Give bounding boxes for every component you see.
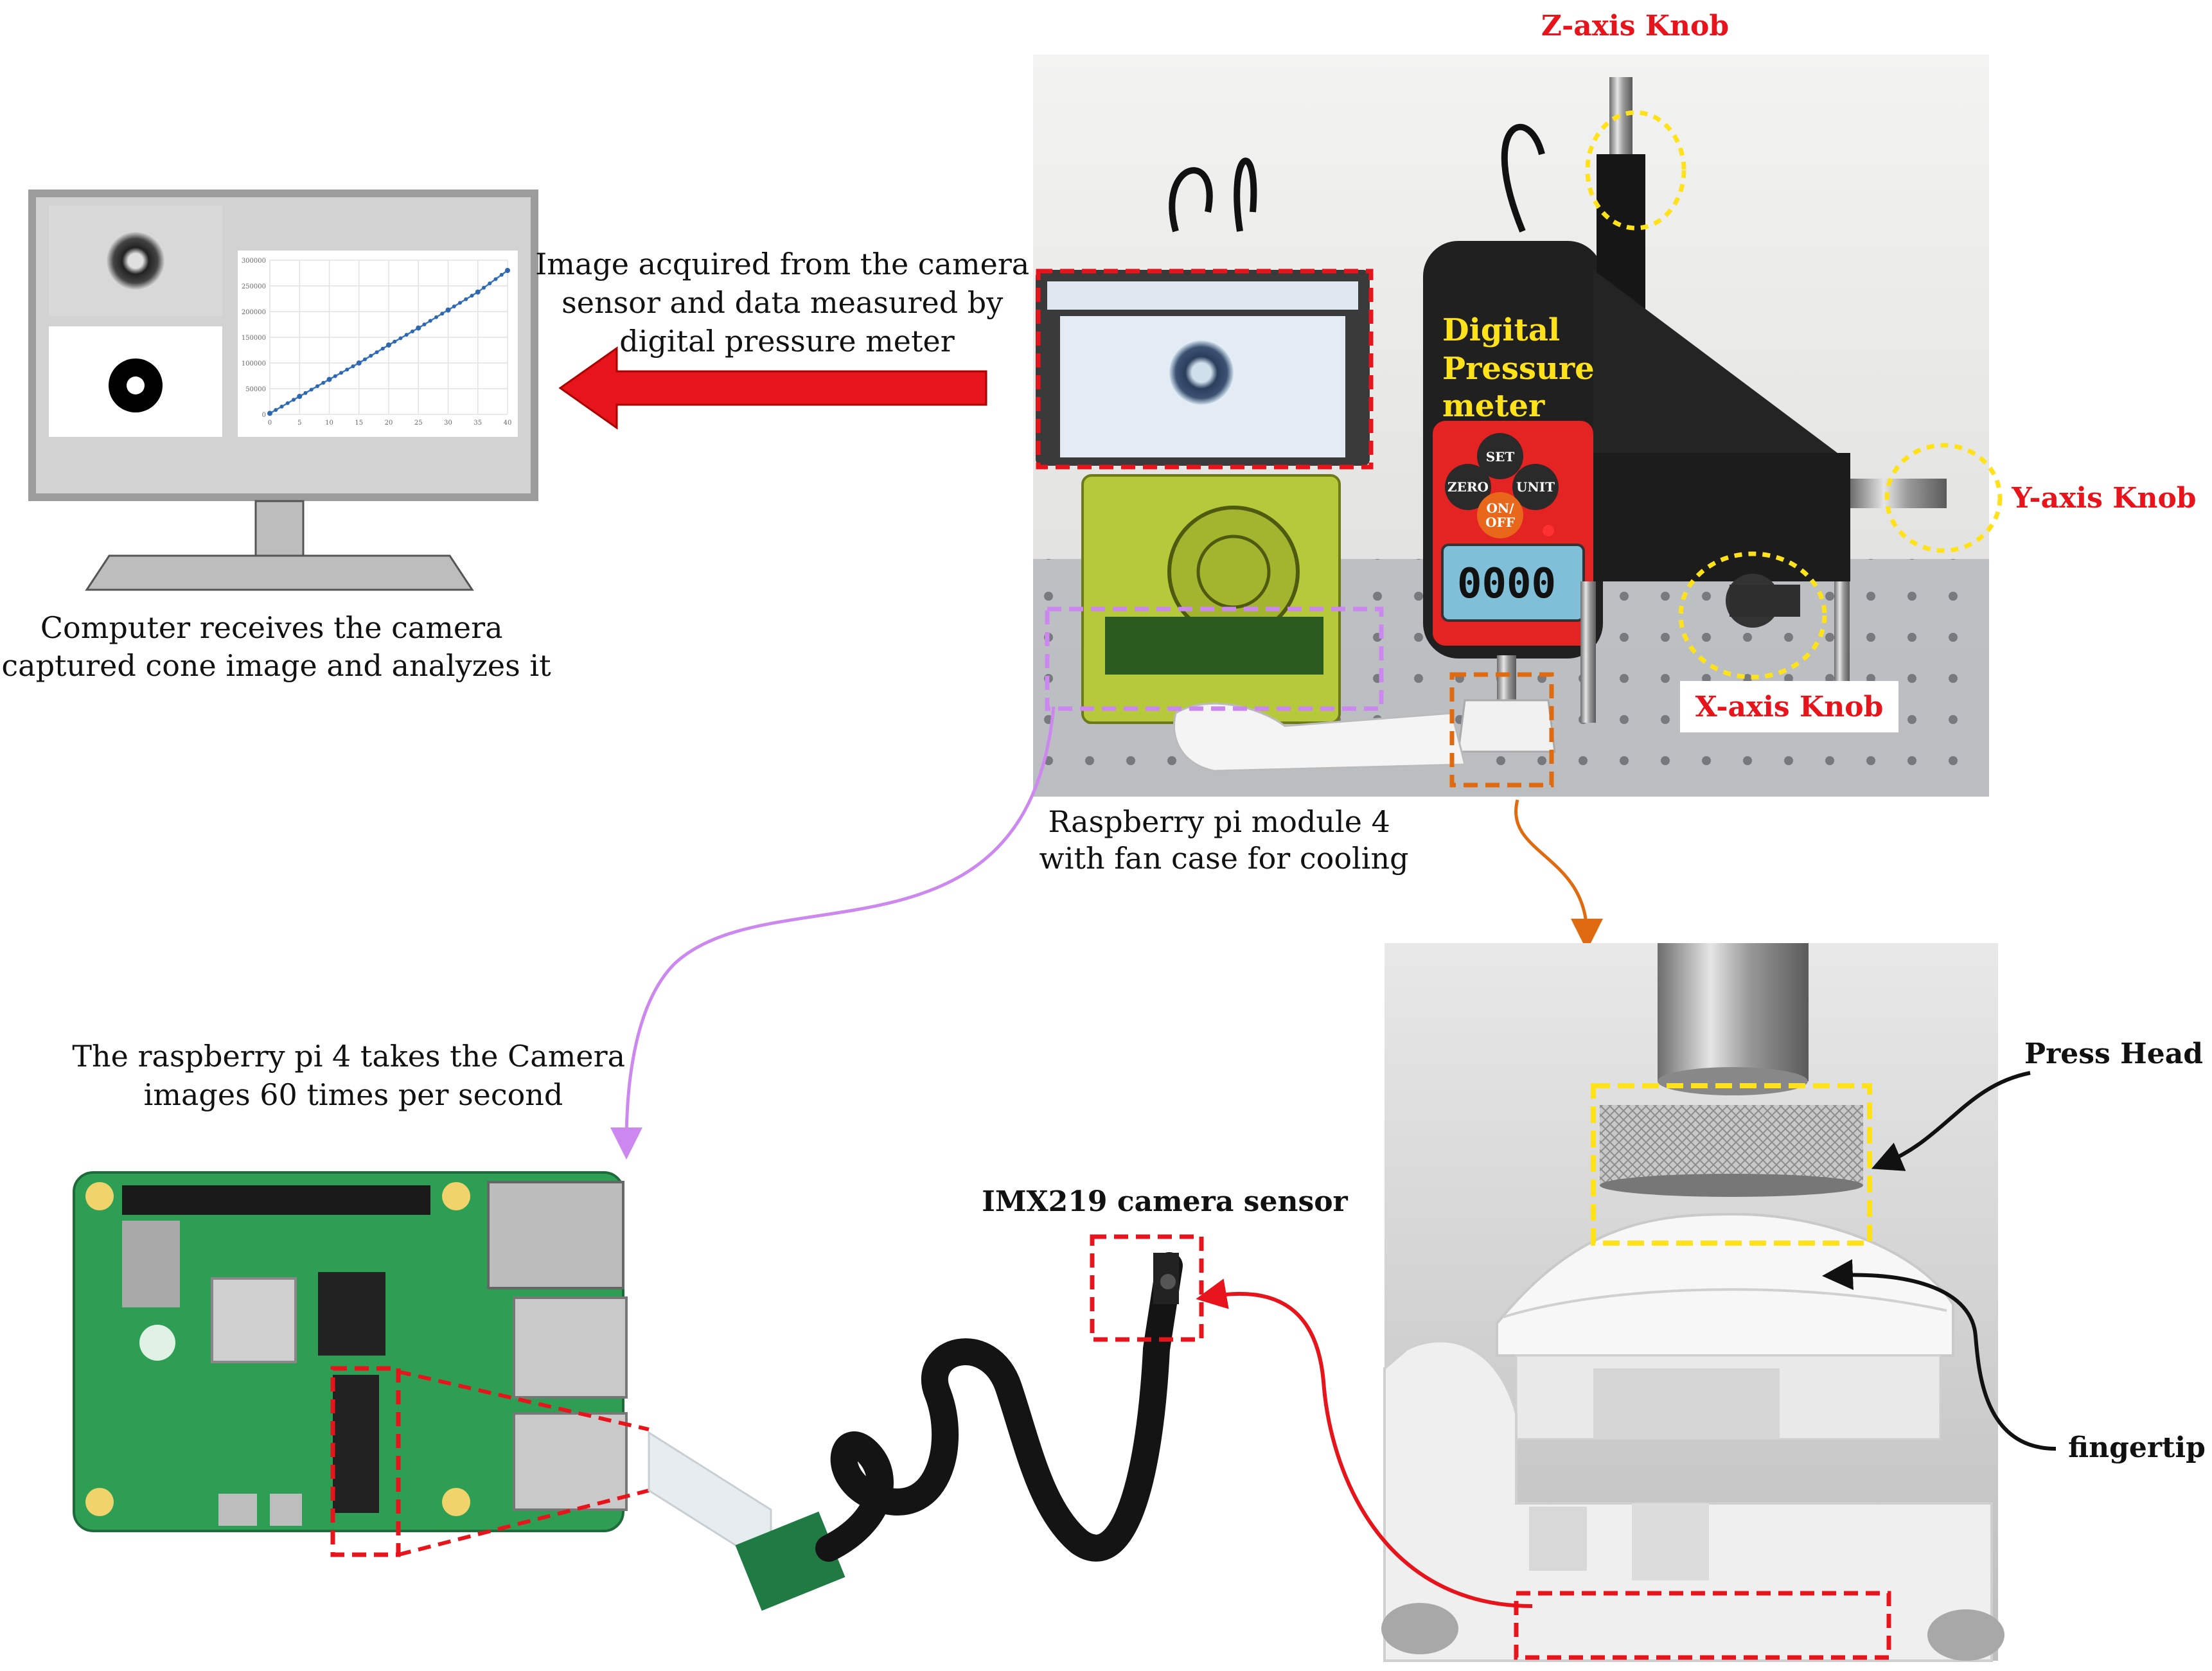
chart-point-minor xyxy=(398,336,403,340)
raspberry-takes-caption: The raspberry pi 4 takes the Camera imag… xyxy=(72,1039,634,1112)
chart-ytick-label: 300000 xyxy=(242,258,266,265)
press-head-label: Press Head xyxy=(2024,1038,2203,1070)
press-head-highlight-box xyxy=(1449,672,1554,788)
chart-point xyxy=(297,394,303,399)
chart-point xyxy=(356,360,362,366)
chart-point-minor xyxy=(321,380,326,385)
purple-connector-arrow xyxy=(610,706,1056,1160)
chart-ytick-label: 200000 xyxy=(242,309,266,316)
chart-point-minor xyxy=(470,294,474,298)
chart-point-minor xyxy=(499,272,504,277)
cone-ring-raw xyxy=(106,231,165,290)
chart-point xyxy=(267,411,272,416)
chart-point-minor xyxy=(422,323,427,326)
camera-sensor-label: IMX219 camera sensor xyxy=(982,1185,1348,1218)
chart-point-minor xyxy=(375,350,379,355)
x-axis-label: X-axis Knob xyxy=(1695,691,1884,723)
chart-point-minor xyxy=(404,333,409,337)
set-button-label: SET xyxy=(1486,449,1515,464)
chart-point-minor xyxy=(292,398,296,402)
z-axis-label: Z-axis Knob xyxy=(1541,10,1729,42)
chart-point xyxy=(445,307,451,313)
unit-button-label: UNIT xyxy=(1516,479,1555,495)
camera-red-arrow xyxy=(1196,1278,1533,1608)
chart-ytick-label: 250000 xyxy=(242,283,266,290)
chart-point-minor xyxy=(452,305,456,308)
press-head-box xyxy=(1591,1083,1872,1246)
computer-monitor: 300000 250000 200000 150000 100000 50000 00 5 10… xyxy=(28,190,538,591)
chart-point-minor xyxy=(279,404,284,409)
chart-xtick-label: 30 xyxy=(444,420,452,427)
pressure-chart-panel xyxy=(238,251,518,437)
fingertip-closeup-photo xyxy=(1381,943,2004,1662)
chart-point-minor xyxy=(380,346,385,351)
camera-window-box xyxy=(1514,1591,1891,1660)
chart-xtick-label: 10 xyxy=(325,420,333,427)
y-axis-label: Y-axis Knob xyxy=(2011,482,2196,515)
chart-ytick-label: 50000 xyxy=(245,386,266,393)
csi-connector-box xyxy=(330,1366,401,1557)
chart-point-minor xyxy=(274,408,278,412)
chart-point-minor xyxy=(285,401,290,405)
on-button-label: ON/ xyxy=(1486,500,1514,516)
chart-xtick-label: 25 xyxy=(414,420,423,427)
chart-point-minor xyxy=(363,357,367,362)
fingertip-arrow xyxy=(1822,1259,2057,1451)
orange-connector-arrow xyxy=(1514,799,1603,951)
chart-point-minor xyxy=(315,384,319,389)
lab-setup-photo: SET ZERO UNIT ON/ OFF 0000 Digital Press… xyxy=(1033,55,2003,797)
chart-point-minor xyxy=(464,297,468,301)
chart-point-minor xyxy=(345,367,349,372)
image-acquired-caption: Image acquired from the camera sensor an… xyxy=(535,247,1039,358)
chart-point xyxy=(416,325,421,331)
zero-button-label: ZERO xyxy=(1447,479,1489,495)
screen-highlight-box xyxy=(1036,269,1374,470)
chart-ytick-label: 0 xyxy=(262,412,266,419)
chart-xtick-label: 0 xyxy=(268,420,272,427)
pressure-readout: 0000 xyxy=(1457,560,1556,608)
chart-xtick-label: 5 xyxy=(297,420,301,427)
chart-ytick-label: 150000 xyxy=(242,335,266,342)
data-flow-arrow xyxy=(558,346,987,430)
chart-point-minor xyxy=(339,371,343,375)
chart-point-minor xyxy=(411,329,414,333)
off-button-label: OFF xyxy=(1485,515,1515,530)
camera-ribbon xyxy=(648,1234,1204,1611)
pressure-chart: 300000 250000 200000 150000 100000 50000 00 5 10… xyxy=(242,258,512,427)
chart-point xyxy=(386,342,391,348)
chart-xtick-label: 35 xyxy=(473,420,482,427)
z-axis-knob-marker xyxy=(1585,110,1686,231)
chart-point-minor xyxy=(488,281,492,286)
chart-point xyxy=(475,289,481,295)
raspberry-highlight-box xyxy=(1045,606,1384,711)
chart-point-minor xyxy=(333,374,337,378)
chart-point-minor xyxy=(351,364,355,369)
chart-point-minor xyxy=(493,277,498,281)
chart-point-minor xyxy=(369,353,373,358)
chart-xtick-label: 40 xyxy=(504,420,512,427)
chart-point-minor xyxy=(458,301,462,305)
raspberry-module-caption: Raspberry pi module 4 with fan case for … xyxy=(1039,804,1408,876)
chart-point-minor xyxy=(309,387,314,392)
y-axis-knob-marker xyxy=(1884,443,2003,553)
device-title: Digital Pressure meter xyxy=(1442,312,1605,424)
chart-xtick-label: 15 xyxy=(355,420,363,427)
computer-caption: Computer receives the camera captured co… xyxy=(1,610,551,683)
raspberry-pi-board xyxy=(73,1171,650,1557)
chart-point-minor xyxy=(303,391,308,395)
chart-point xyxy=(505,268,510,273)
chart-xtick-label: 20 xyxy=(385,420,393,427)
chart-point-minor xyxy=(434,315,438,319)
chart-point-minor xyxy=(482,285,486,290)
x-axis-knob-marker xyxy=(1678,551,1827,680)
chart-point-minor xyxy=(428,319,432,323)
fingertip-label: fingertip xyxy=(2068,1431,2206,1464)
chart-ytick-label: 100000 xyxy=(242,360,266,367)
chart-point-minor xyxy=(393,339,397,344)
press-head-arrow xyxy=(1871,1071,2031,1171)
chart-point-minor xyxy=(440,312,445,316)
chart-point xyxy=(326,376,332,382)
